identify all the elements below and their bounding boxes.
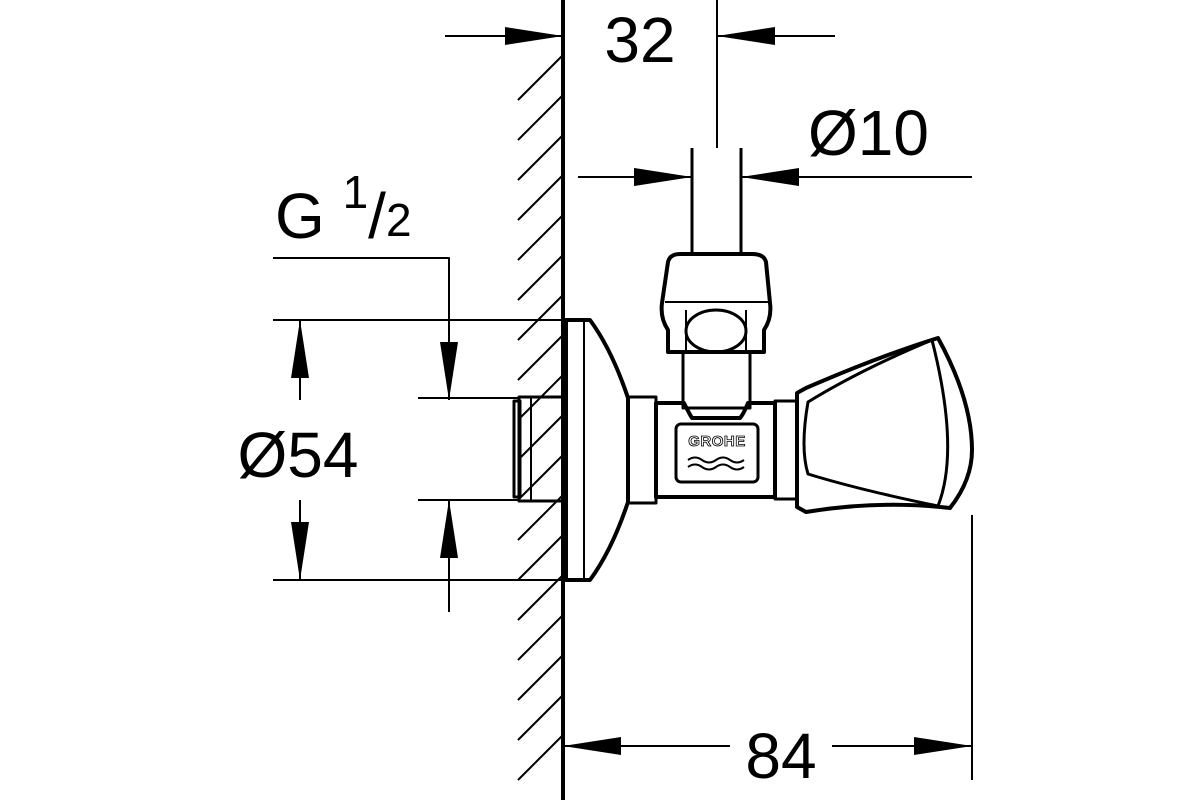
outlet-stem (681, 350, 752, 410)
arrowhead-left (741, 168, 799, 186)
thread-slash: / (368, 180, 386, 252)
rosette-flange (564, 318, 630, 582)
wall-hatching (517, 55, 563, 781)
arrowhead-left (717, 27, 775, 45)
dimension-outlet-diameter: Ø10 (578, 97, 972, 256)
brand-wave-icon (687, 463, 745, 471)
rosette-arrowhead-down (291, 522, 309, 580)
hatch-line (517, 295, 563, 341)
hatch-line (517, 215, 563, 261)
thread-prefix: G (275, 180, 343, 252)
hatch-line (517, 655, 563, 701)
thread-arrowhead-up (440, 500, 458, 558)
hatch-line (517, 55, 563, 101)
compression-nut (659, 252, 773, 354)
dimension-label-84: 84 (745, 720, 816, 792)
dimension-label-rosette: Ø54 (238, 419, 359, 491)
hatch-line (517, 615, 563, 661)
hatch-line (517, 495, 563, 541)
arrowhead-right (914, 737, 972, 755)
rosette-arrowhead-up (291, 320, 309, 378)
hatch-line (517, 575, 563, 621)
thread-arrowhead-down (440, 342, 458, 400)
hatch-line (517, 695, 563, 741)
thread-numerator: 1 (343, 166, 369, 218)
brand-logo-text: GROHE (688, 433, 746, 450)
valve-neck (626, 395, 658, 505)
brand-wave-icon (687, 456, 745, 464)
handle-grip-facet (802, 338, 950, 508)
spindle-collar (773, 399, 799, 501)
hatch-line (517, 95, 563, 141)
thread-denominator: 2 (386, 194, 412, 246)
dimension-84: 84 (563, 515, 973, 792)
thread-label: G 1/2 (275, 166, 412, 252)
arrowhead-right (634, 168, 692, 186)
dimension-thread: G 1/2 (273, 166, 520, 612)
valve-body: GROHE (512, 252, 974, 582)
hatch-line (517, 255, 563, 301)
hatch-line (517, 735, 563, 781)
hatch-line (517, 335, 563, 381)
dimension-label-32: 32 (604, 4, 675, 76)
hatch-line (517, 175, 563, 221)
hatch-line (517, 135, 563, 181)
inlet-stub (512, 399, 522, 499)
arrowhead-left (563, 737, 621, 755)
dimension-32: 32 (445, 0, 835, 148)
dimension-label-outlet: Ø10 (808, 97, 929, 169)
valve-handle (795, 336, 974, 514)
nut-hex-face (684, 308, 748, 354)
dimension-rosette-diameter: Ø54 (238, 319, 568, 581)
hatch-line (517, 455, 563, 501)
brand-badge (674, 422, 760, 484)
hatch-line (517, 535, 563, 581)
arrowhead-right (505, 27, 563, 45)
hatch-line (517, 415, 563, 461)
